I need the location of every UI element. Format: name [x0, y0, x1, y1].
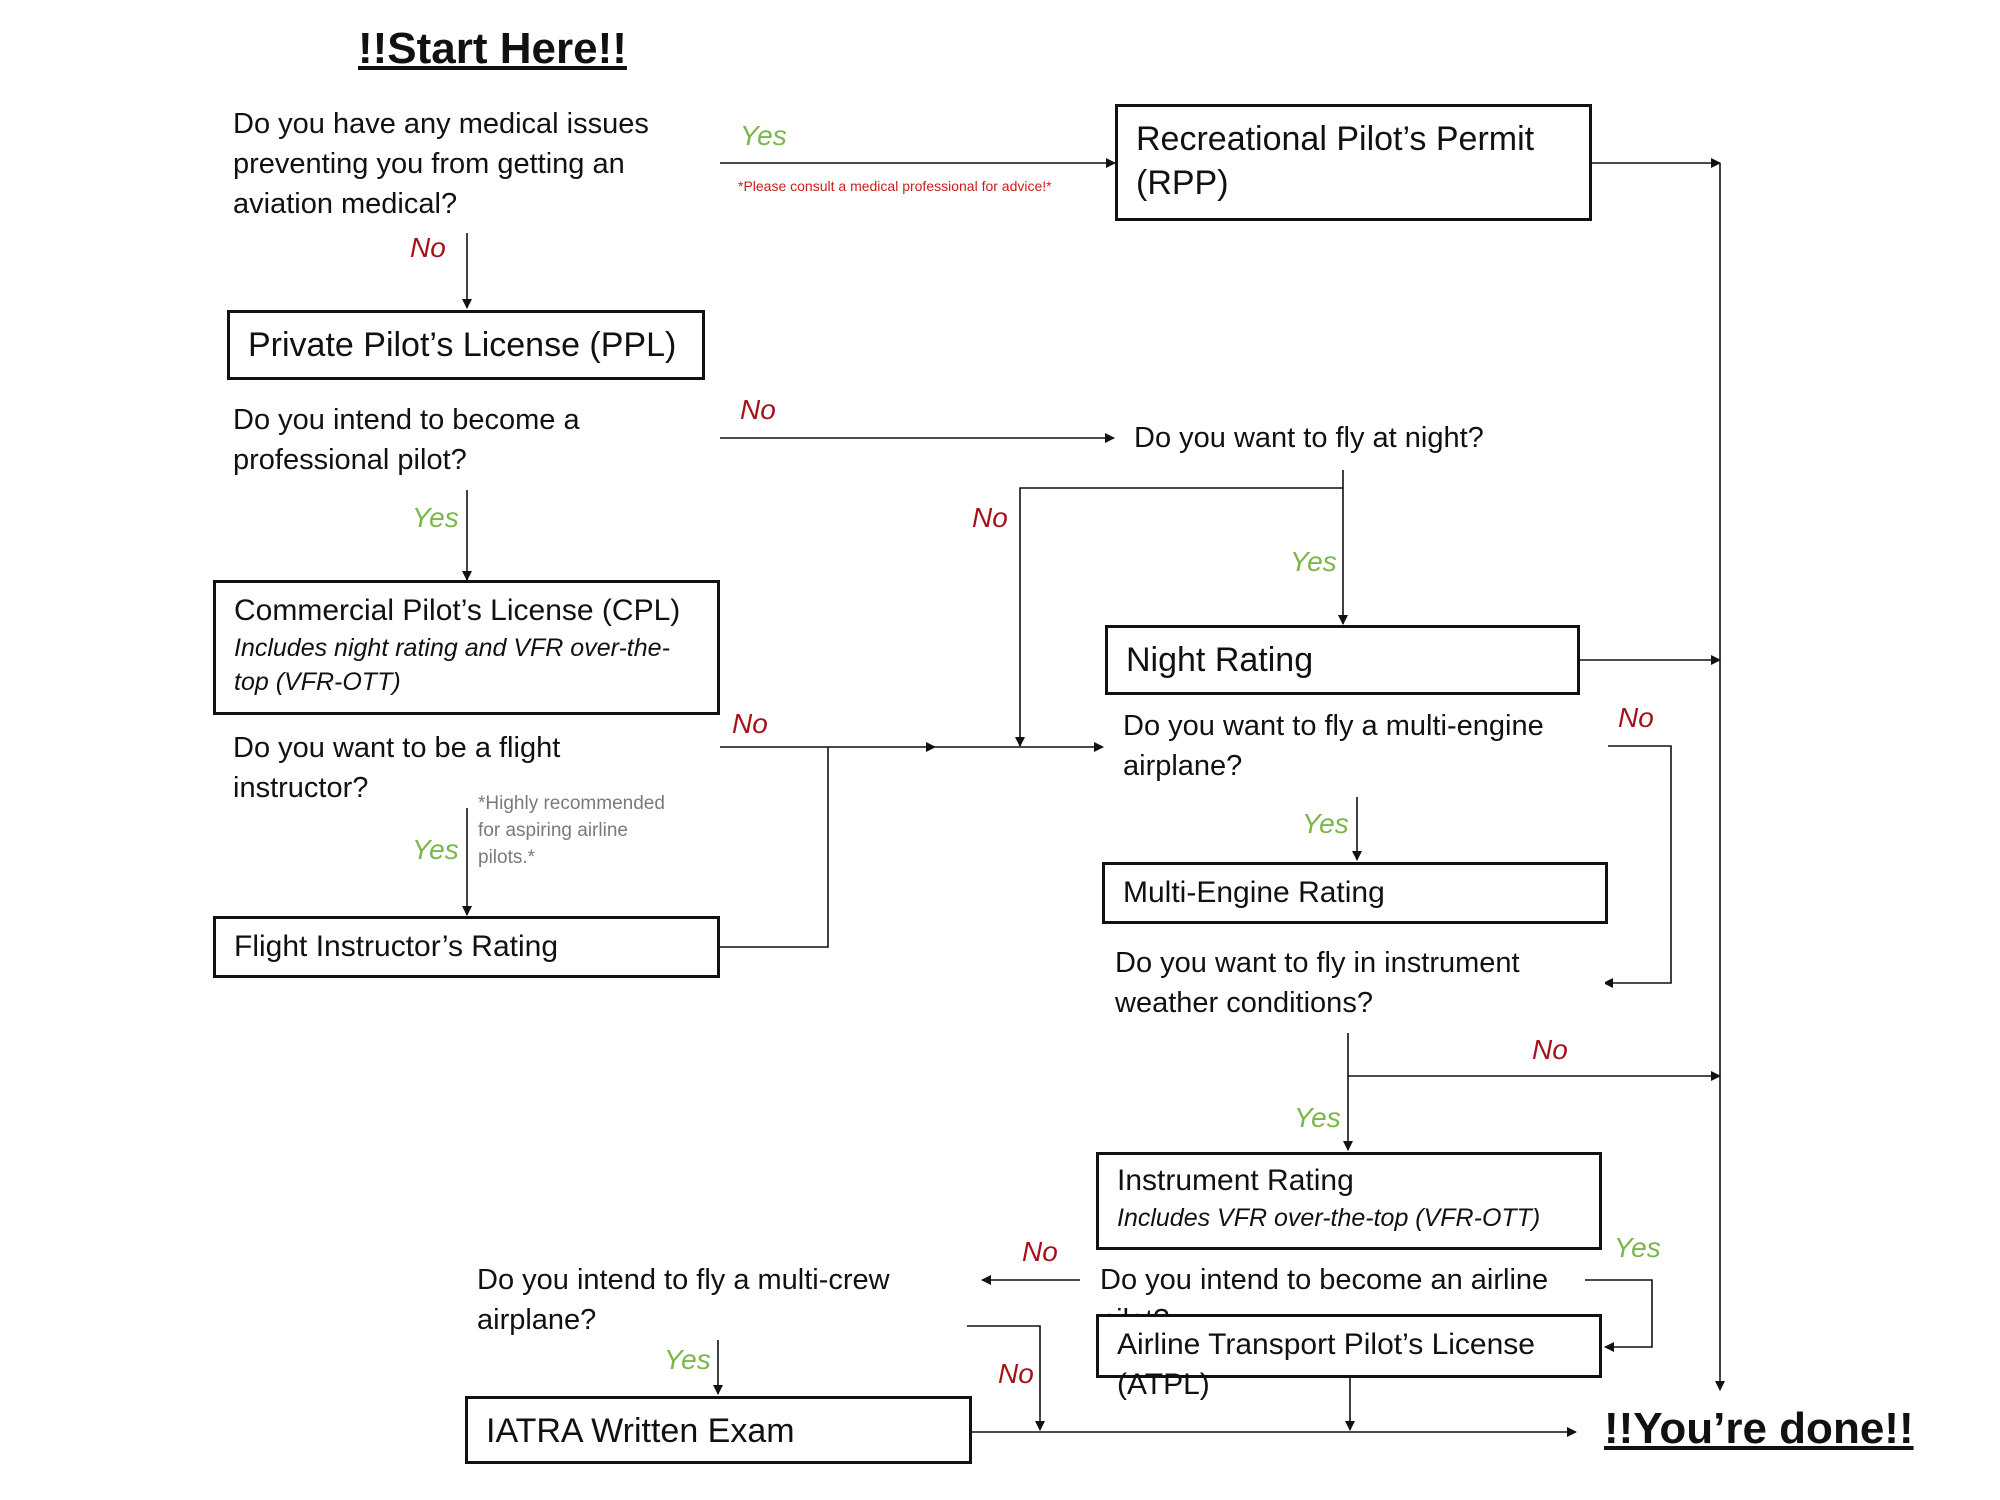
- rpp-label: Recreational Pilot’s Permit (RPP): [1136, 120, 1535, 202]
- label-no-professional: No: [740, 394, 776, 425]
- question-medical: Do you have any medical issues preventin…: [233, 104, 703, 224]
- flight-instructor-box: Flight Instructor’s Rating: [213, 916, 720, 978]
- label-no-instructor: No: [732, 708, 768, 739]
- label-yes-professional: Yes: [412, 502, 459, 533]
- label-yes-airline: Yes: [1614, 1232, 1661, 1263]
- label-yes-multi-crew: Yes: [664, 1344, 711, 1375]
- cpl-sub: Includes night rating and VFR over-the-t…: [234, 634, 670, 696]
- label-no-multi-engine: No: [1618, 702, 1654, 733]
- question-multi-crew: Do you intend to fly a multi-crew airpla…: [477, 1260, 967, 1340]
- atpl-label: Airline Transport Pilot’s License (ATPL): [1117, 1328, 1535, 1401]
- question-night: Do you want to fly at night?: [1134, 418, 1554, 458]
- arrow-instructor-rating-merge: [720, 747, 829, 948]
- note-medical-advice: *Please consult a medical professional f…: [738, 178, 1052, 194]
- night-rating-box: Night Rating: [1105, 625, 1580, 695]
- note-instructor-recommend: *Highly recommended for aspiring airline…: [478, 793, 665, 868]
- multi-engine-rating-box: Multi-Engine Rating: [1102, 862, 1608, 924]
- label-no-night: No: [972, 502, 1008, 533]
- flight-instructor-label: Flight Instructor’s Rating: [234, 930, 559, 963]
- arrow-multi-no-to-instrument: [1603, 745, 1672, 988]
- arrow-airline-yes-to-atpl: [1585, 1279, 1653, 1352]
- ppl-box: Private Pilot’s License (PPL): [227, 310, 705, 380]
- instrument-sub: Includes VFR over-the-top (VFR-OTT): [1117, 1204, 1541, 1232]
- question-instrument: Do you want to fly in instrument weather…: [1115, 943, 1605, 1023]
- atpl-box: Airline Transport Pilot’s License (ATPL): [1096, 1314, 1602, 1401]
- label-yes-instrument: Yes: [1294, 1102, 1341, 1133]
- iatra-box: IATRA Written Exam: [465, 1396, 972, 1464]
- label-no-medical: No: [410, 232, 446, 263]
- start-title: !!Start Here!!: [358, 24, 627, 73]
- label-yes-medical: Yes: [740, 120, 787, 151]
- question-instructor: Do you want to be a flight instructor?: [233, 728, 703, 808]
- cpl-label: Commercial Pilot’s License (CPL): [234, 594, 681, 627]
- label-yes-instructor: Yes: [412, 834, 459, 865]
- end-title: !!You’re done!!: [1604, 1404, 1914, 1453]
- label-yes-night: Yes: [1290, 546, 1337, 577]
- instrument-rating-label: Instrument Rating: [1117, 1164, 1354, 1197]
- question-professional: Do you intend to become a professional p…: [233, 400, 703, 480]
- instrument-rating-box: Instrument Rating Includes VFR over-the-…: [1096, 1152, 1602, 1250]
- label-yes-multi-engine: Yes: [1302, 808, 1349, 839]
- ppl-label: Private Pilot’s License (PPL): [248, 326, 677, 364]
- label-no-instrument: No: [1532, 1034, 1568, 1065]
- multi-engine-rating-label: Multi-Engine Rating: [1123, 876, 1385, 909]
- label-no-multi-crew: No: [998, 1358, 1034, 1389]
- night-rating-label: Night Rating: [1126, 641, 1314, 679]
- cpl-box: Commercial Pilot’s License (CPL) Include…: [213, 580, 720, 715]
- arrow-night-no-to-multi: [1015, 487, 1343, 747]
- iatra-label: IATRA Written Exam: [486, 1412, 795, 1450]
- label-no-airline: No: [1022, 1236, 1058, 1267]
- rpp-box: Recreational Pilot’s Permit (RPP): [1115, 104, 1592, 221]
- question-multi-engine: Do you want to fly a multi-engine airpla…: [1123, 706, 1593, 786]
